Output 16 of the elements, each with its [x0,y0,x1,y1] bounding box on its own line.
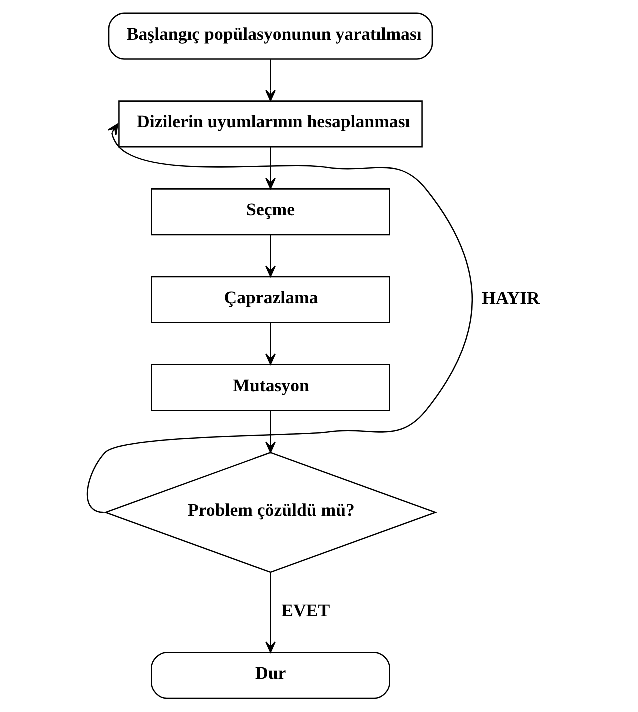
arrow [266,60,276,102]
node-box: Dizilerin uyumlarının hesaplanması [118,100,423,148]
node-box: Başlangıç popülasyonunun yaratılması [108,12,434,60]
arrow [266,323,276,365]
node-box: Seçme [151,188,390,236]
edge-label: HAYIR [482,288,540,308]
node-box: Çaprazlama [151,276,390,324]
arrow [266,147,276,190]
arrow [266,572,276,653]
arrow [266,235,276,278]
arrow [266,410,276,454]
node-diamond: Problem çözüldü mü? [104,452,438,574]
arrow [87,124,473,514]
edge-label: EVET [282,600,330,621]
node-box: Dur [151,652,390,700]
node-box: Mutasyon [151,364,390,412]
